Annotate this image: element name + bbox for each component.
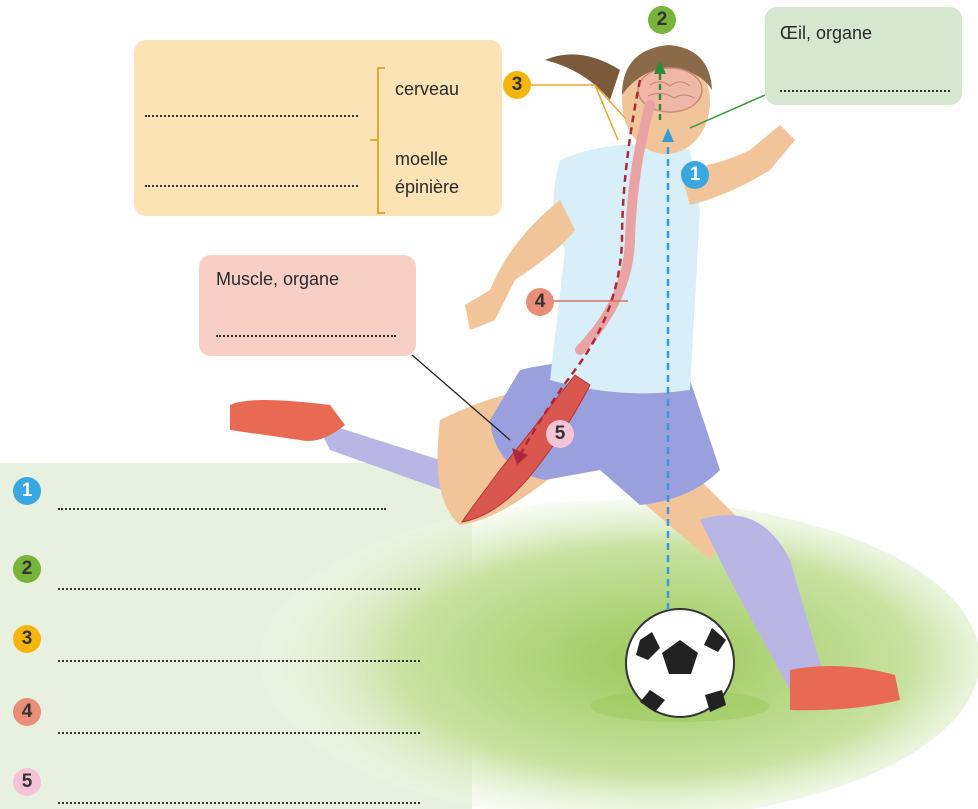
answer-badge-1: 1 bbox=[13, 477, 41, 505]
eye-box-label: Œil, organe bbox=[780, 22, 872, 44]
answer-badge-5: 5 bbox=[13, 768, 41, 796]
answer-badge-2: 2 bbox=[13, 555, 41, 583]
marker-4-spinal: 4 bbox=[526, 288, 554, 316]
answer-line-4[interactable] bbox=[58, 732, 420, 734]
answer-line-1[interactable] bbox=[58, 508, 386, 510]
marker-5-muscle: 5 bbox=[546, 420, 574, 448]
marker-2-brain: 2 bbox=[648, 6, 676, 34]
answer-line-2[interactable] bbox=[58, 588, 420, 590]
muscle-box-label: Muscle, organe bbox=[216, 268, 339, 290]
marker-3-cns: 3 bbox=[503, 71, 531, 99]
muscle-answer-line[interactable] bbox=[216, 335, 396, 337]
answer-badge-4: 4 bbox=[13, 698, 41, 726]
answer-line-5[interactable] bbox=[58, 802, 420, 804]
eye-answer-line[interactable] bbox=[780, 90, 950, 92]
answer-badge-3: 3 bbox=[13, 625, 41, 653]
marker-1-eye: 1 bbox=[681, 161, 709, 189]
answer-line-3[interactable] bbox=[58, 660, 420, 662]
